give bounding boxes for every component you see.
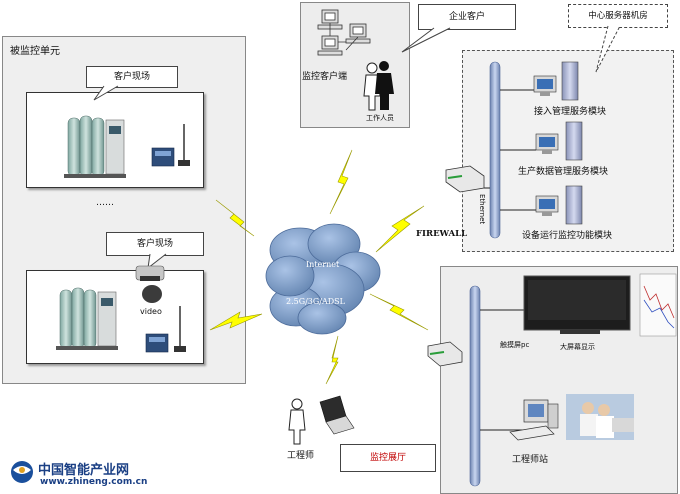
module-monitor-label: 设备运行监控功能模块 [522, 231, 613, 241]
engineer-label: 工程师 [287, 451, 315, 461]
big-screen-icon [523, 275, 631, 334]
servers [533, 61, 583, 225]
staff-label: 工作人员 [366, 114, 394, 122]
water-tanks-2 [56, 287, 118, 350]
client-computers [317, 9, 371, 56]
enterprise-panel [300, 2, 410, 128]
laptop-icon [319, 395, 355, 435]
cloud-internet-label: Internet [306, 260, 340, 269]
monitored-unit-title: 被监控单元 [10, 46, 60, 57]
camera-icon [135, 265, 165, 303]
engineer-station-label: 工程师站 [512, 455, 549, 465]
customer-site-1-callout: 客户现场 [86, 66, 178, 88]
gateway-device-2 [145, 306, 186, 353]
ethernet-bus [489, 61, 501, 239]
customer-site-2-callout: 客户现场 [106, 232, 204, 256]
logo-url: www.zhineng.com.cn [40, 477, 148, 487]
hall-router [427, 341, 463, 367]
engineers-photo [566, 394, 634, 440]
cloud-network-label: 2.5G/3G/ADSL [286, 297, 345, 306]
wireless-links [209, 149, 429, 385]
engineer-station-icon [509, 399, 559, 441]
module-access-label: 接入管理服务模块 [534, 107, 607, 117]
server-room-callout: 中心服务器机房 [568, 4, 668, 28]
hall-ethernet-bus [469, 285, 481, 487]
firewall-label: FIREWALL [416, 229, 468, 239]
zhineng-logo-icon [11, 461, 33, 483]
module-production-label: 生产数据管理服务模块 [518, 167, 609, 177]
server-room-links [500, 89, 536, 211]
touch-pc-label: 触摸屏pc [500, 341, 530, 349]
firewall-device [445, 165, 490, 193]
ellipsis-text: …… [96, 198, 114, 208]
internet-cloud [265, 223, 381, 335]
monitor-client-label: 监控客户端 [302, 72, 348, 82]
callout-tails [93, 25, 621, 270]
chart-thumbnail [639, 273, 677, 337]
big-screen-label: 大屏幕显示 [560, 343, 595, 351]
logo-name: 中国智能产业网 [38, 463, 130, 478]
gateway-device-1 [151, 124, 190, 167]
engineer-figure [288, 398, 306, 445]
enterprise-callout: 企业客户 [418, 4, 516, 30]
hall-links [480, 309, 524, 431]
video-label: video [140, 307, 162, 316]
staff-figures [363, 61, 394, 111]
monitoring-hall-callout: 监控展厅 [340, 444, 436, 472]
water-tanks-1 [64, 115, 126, 178]
